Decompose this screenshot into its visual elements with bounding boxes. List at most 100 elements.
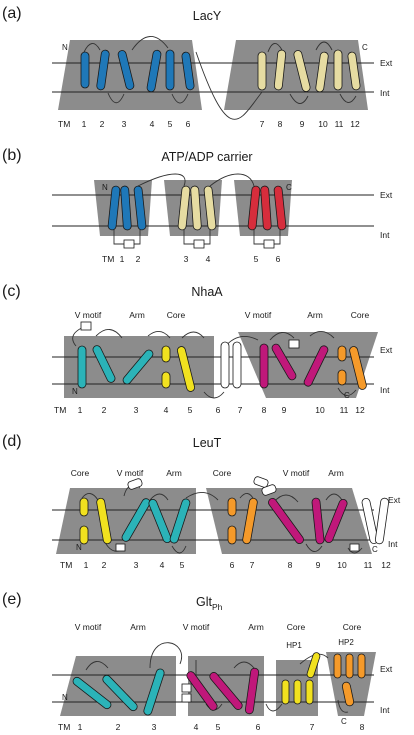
c-terminus-label: C (344, 391, 350, 400)
helix-tm4 (146, 49, 162, 93)
helix-tm8 (341, 681, 355, 707)
c-terminus-label: C (362, 43, 368, 52)
group-label: V motif (75, 622, 102, 632)
hairpin-label-hp1: HP1 (286, 641, 302, 650)
group-label: V motif (117, 468, 144, 478)
helix-tm9 (293, 50, 311, 92)
group-label: V motif (283, 468, 310, 478)
tm-number: 3 (184, 254, 189, 264)
hp2-helix-b (345, 653, 354, 679)
panel-d-label: (d) (2, 433, 22, 450)
ext-label: Ext (388, 495, 401, 505)
panel-c-label: (c) (2, 283, 21, 300)
helix-tm7 (232, 341, 242, 389)
hp2-helix-c (357, 653, 366, 679)
helix-tm6 (181, 51, 195, 91)
helix-tm11 (361, 498, 379, 544)
short-helix (181, 693, 192, 703)
ext-label: Ext (380, 190, 393, 200)
hp2-helix-a (333, 653, 342, 679)
tm-number: 6 (256, 722, 261, 732)
helix-tm5 (247, 185, 261, 231)
helix-tm1 (72, 676, 112, 710)
domain-block (224, 40, 368, 110)
helix-tm8 (268, 497, 304, 545)
panel-e-title: GltPh (196, 595, 223, 612)
tm-number: 2 (116, 722, 121, 732)
panel-a-title: LacY (193, 9, 222, 23)
int-label: Int (380, 230, 390, 240)
helix-tm1 (80, 51, 90, 89)
helix-group-n (80, 49, 195, 93)
domain-block (56, 488, 196, 554)
tm-number: 9 (300, 119, 305, 129)
helix-tm6 (244, 667, 260, 715)
helix-tm4-half-a (161, 345, 171, 363)
n-terminus-label: N (62, 43, 68, 52)
ext-label: Ext (380, 664, 393, 674)
tm-number: 12 (350, 119, 360, 129)
matrix-helix (123, 239, 135, 249)
panel-b-title: ATP/ADP carrier (161, 150, 252, 164)
group-label: Core (71, 468, 90, 478)
tm-number: 4 (206, 254, 211, 264)
tm-number: 8 (288, 560, 293, 570)
group-label: Core (343, 622, 362, 632)
tm-number: 2 (100, 119, 105, 129)
tm-number: 3 (152, 722, 157, 732)
tm-number: 3 (122, 119, 127, 129)
hp1-helix-b (293, 679, 302, 705)
group-label: Arm (328, 468, 344, 478)
panel-d: (d) LeuT Core V motif Arm Core V motif A… (2, 433, 401, 570)
tm-number: 10 (337, 560, 347, 570)
n-terminus-label: N (102, 183, 108, 192)
tm-number: 1 (84, 560, 89, 570)
panel-a-label: (a) (2, 5, 22, 22)
short-helix (288, 339, 300, 349)
helix-tm11-half-b (337, 369, 347, 386)
helix-tm6-half-a (227, 497, 237, 517)
tm-number: 1 (120, 254, 125, 264)
tm-number: 5 (188, 405, 193, 415)
helix-tm9 (271, 343, 297, 381)
group-label: Arm (166, 468, 182, 478)
helix-tm4-half-b (161, 371, 171, 389)
int-label: Int (380, 88, 390, 98)
helix-tm9 (311, 497, 325, 545)
helix-tm1b (120, 185, 132, 231)
tm-number: 2 (102, 560, 107, 570)
group-label: V motif (75, 310, 102, 320)
panel-d-title: LeuT (193, 436, 222, 450)
tm-number: 5 (168, 119, 173, 129)
panel-e-title-sub: Ph (212, 602, 223, 612)
group-label: V motif (245, 310, 272, 320)
tm-number: 5 (216, 722, 221, 732)
group-label: V motif (183, 622, 210, 632)
tm-number: 8 (262, 405, 267, 415)
tm-number: 7 (250, 560, 255, 570)
helix-tm6 (273, 185, 287, 231)
matrix-helix (193, 239, 205, 249)
int-label: Int (380, 705, 390, 715)
tm-number: 9 (316, 560, 321, 570)
helix-tm2 (96, 49, 110, 91)
tm-number: 5 (180, 560, 185, 570)
helix-tm8 (259, 343, 269, 389)
group-label: Arm (248, 622, 264, 632)
tm-number: 4 (150, 119, 155, 129)
panel-b-label: (b) (2, 147, 22, 164)
panel-c: (c) NhaA V motif Arm Core V motif Arm Co… (2, 283, 393, 415)
matrix-helix (263, 239, 275, 249)
helix-tm1-half-a (79, 497, 89, 517)
tm-number: 10 (315, 405, 325, 415)
tm-number: 8 (278, 119, 283, 129)
helix-tm6-half-b (227, 525, 237, 545)
connecting-loops (72, 325, 357, 399)
tm-number: 7 (260, 119, 265, 129)
tm-number: 4 (194, 722, 199, 732)
group-label: Core (213, 468, 232, 478)
helix-tm3 (143, 668, 165, 716)
helix-tm10 (315, 51, 329, 93)
helix-tm5 (165, 49, 175, 91)
short-helix (261, 484, 277, 496)
